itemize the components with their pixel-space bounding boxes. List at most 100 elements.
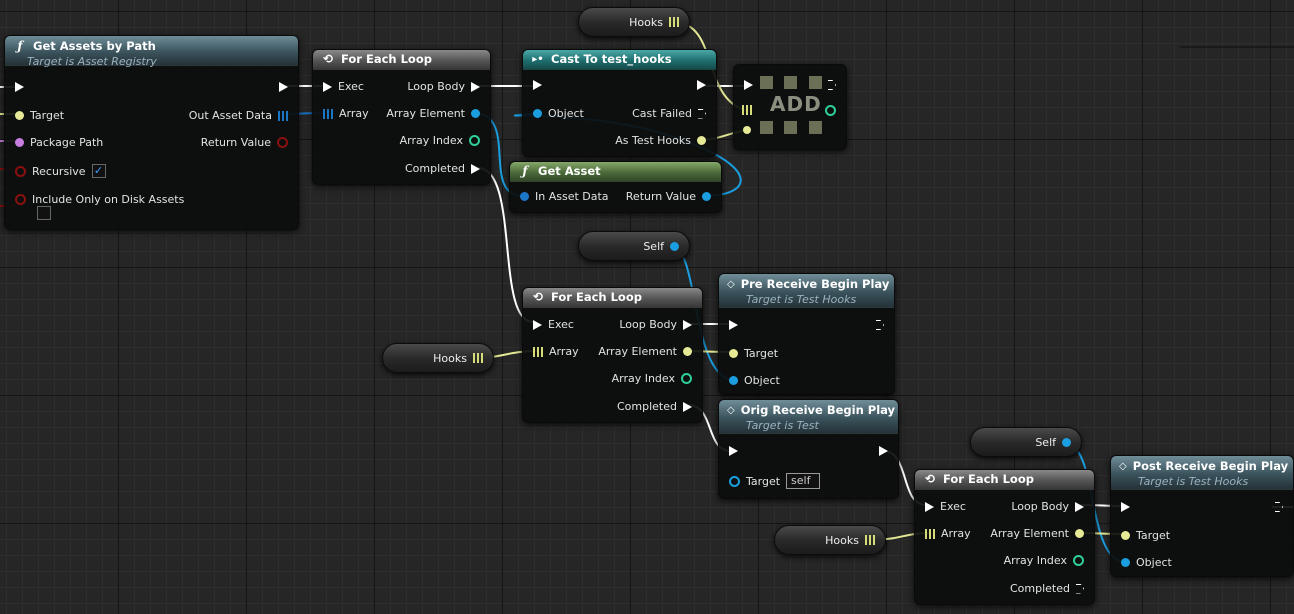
array-add-node[interactable]: ADD xyxy=(733,64,847,150)
exec-out-pin[interactable] xyxy=(279,82,288,92)
array-element-pin[interactable]: Array Element xyxy=(386,107,480,120)
include-on-disk-checkbox[interactable] xyxy=(37,206,51,220)
loop-body-pin[interactable]: Loop Body xyxy=(619,318,692,331)
as-test-hooks-pin[interactable]: As Test Hooks xyxy=(615,134,706,147)
object-pin[interactable]: Object xyxy=(729,374,780,387)
exec-in-pin[interactable] xyxy=(15,82,24,92)
object-pin-icon xyxy=(702,192,711,201)
exec-arrow-icon xyxy=(471,163,480,174)
new-item-pin[interactable] xyxy=(743,126,751,134)
exec-in-pin[interactable] xyxy=(1121,502,1130,512)
index-out-pin[interactable] xyxy=(825,105,836,116)
exec-in-pin[interactable] xyxy=(533,80,542,90)
int-pin-icon xyxy=(469,135,480,146)
exec-out-pin[interactable] xyxy=(879,446,888,456)
pin-label: Array xyxy=(941,527,971,540)
array-element-pin[interactable]: Array Element xyxy=(598,345,692,358)
array-index-pin[interactable]: Array Index xyxy=(1004,554,1084,567)
pin-label: Array Element xyxy=(598,345,677,358)
target-pin[interactable]: Target self xyxy=(729,473,821,489)
target-pin[interactable]: Target xyxy=(1121,529,1170,542)
cast-to-test-hooks-node[interactable]: ▸•Cast To test_hooks Object Cast Failed … xyxy=(522,49,717,157)
node-title: For Each Loop xyxy=(341,52,432,66)
object-pin-icon xyxy=(471,109,480,118)
node-header: ⟲For Each Loop xyxy=(313,50,490,70)
exec-in-pin[interactable] xyxy=(729,446,738,456)
exec-out-pin[interactable] xyxy=(697,80,706,90)
node-title: Pre Receive Begin Play xyxy=(740,277,890,291)
target-array-pin[interactable] xyxy=(742,105,752,115)
pre-receive-begin-play-node[interactable]: ◇Pre Receive Begin Play Target is Test H… xyxy=(718,273,895,395)
array-in-pin[interactable]: Array xyxy=(533,345,579,358)
target-pin[interactable]: Target xyxy=(15,109,64,122)
exec-arrow-icon xyxy=(279,82,288,92)
exec-out-pin[interactable] xyxy=(876,320,884,330)
return-value-pin[interactable]: Return Value xyxy=(626,190,711,203)
object-pin[interactable]: Object xyxy=(533,107,584,120)
hooks-variable-mid[interactable]: Hooks xyxy=(382,343,494,373)
self-variable-2[interactable]: Self xyxy=(970,427,1082,457)
variable-label: Self xyxy=(1035,435,1056,449)
array-in-pin[interactable]: Array xyxy=(323,107,369,120)
pin-label: Array xyxy=(339,107,369,120)
exec-in-pin[interactable] xyxy=(744,80,753,90)
exec-out-pin[interactable] xyxy=(828,80,836,90)
exec-hollow-icon xyxy=(876,320,884,330)
exec-in-pin[interactable]: Exec xyxy=(925,500,966,513)
int-pin-icon xyxy=(1073,555,1084,566)
array-index-pin[interactable]: Array Index xyxy=(612,372,692,385)
bool-pin-icon xyxy=(15,165,26,177)
completed-pin[interactable]: Completed xyxy=(405,162,480,175)
for-each-loop-node-1[interactable]: ⟲For Each Loop Exec Array Loop Body Arra… xyxy=(312,49,491,185)
recursive-pin[interactable]: Recursive✓ xyxy=(15,164,106,178)
package-path-pin[interactable]: Package Path xyxy=(15,136,103,149)
in-asset-data-pin[interactable]: In Asset Data xyxy=(520,190,609,203)
pin-label: Completed xyxy=(1010,582,1070,595)
struct-pin-icon xyxy=(520,192,529,201)
for-each-loop-node-2[interactable]: ⟲For Each Loop Exec Array Loop Body Arra… xyxy=(522,287,703,423)
for-each-loop-node-3[interactable]: ⟲For Each Loop Exec Array Loop Body Arra… xyxy=(914,469,1095,605)
message-icon: ◇ xyxy=(727,278,735,290)
node-header: ◇Pre Receive Begin Play Target is Test H… xyxy=(719,274,894,308)
out-asset-data-pin[interactable]: Out Asset Data xyxy=(189,109,288,122)
exec-in-pin[interactable]: Exec xyxy=(323,80,364,93)
exec-out-pin[interactable] xyxy=(1275,502,1283,512)
exec-arrow-icon xyxy=(15,82,24,92)
return-value-pin[interactable]: Return Value xyxy=(201,136,288,149)
completed-pin[interactable]: Completed xyxy=(1010,582,1084,595)
exec-arrow-icon xyxy=(744,80,753,90)
cast-failed-pin[interactable]: Cast Failed xyxy=(632,107,706,120)
exec-arrow-icon xyxy=(697,80,706,90)
pin-label: Target xyxy=(746,474,781,488)
node-header: ⟲For Each Loop xyxy=(523,288,702,308)
array-element-pin[interactable]: Array Element xyxy=(990,527,1084,540)
loop-body-pin[interactable]: Loop Body xyxy=(407,80,480,93)
post-receive-begin-play-node[interactable]: ◇Post Receive Begin Play Target is Test … xyxy=(1110,455,1294,577)
completed-pin[interactable]: Completed xyxy=(617,400,692,413)
exec-hollow-icon xyxy=(698,108,706,119)
loop-body-pin[interactable]: Loop Body xyxy=(1011,500,1084,513)
exec-in-pin[interactable] xyxy=(729,320,738,330)
self-variable-1[interactable]: Self xyxy=(578,231,690,261)
exec-in-pin[interactable]: Exec xyxy=(533,318,574,331)
node-subtitle: Target is Test Hooks xyxy=(1138,475,1249,488)
exec-arrow-icon xyxy=(925,501,934,512)
target-pin[interactable]: Target xyxy=(729,347,778,360)
include-on-disk-pin[interactable]: Include Only on Disk Assets xyxy=(15,193,184,206)
object-pin[interactable]: Object xyxy=(1121,556,1172,569)
array-in-pin[interactable]: Array xyxy=(925,527,971,540)
pin-label: Exec xyxy=(548,318,574,331)
recursive-checkbox[interactable]: ✓ xyxy=(91,164,106,178)
hooks-variable-top[interactable]: Hooks xyxy=(578,7,690,37)
target-value-field[interactable]: self xyxy=(786,473,821,489)
bool-pin-icon xyxy=(277,137,288,148)
object-pin-icon xyxy=(533,109,542,118)
orig-receive-begin-play-node[interactable]: ◇Orig Receive Begin Play Target is Test … xyxy=(718,399,899,499)
node-subtitle: Target is Test xyxy=(746,419,819,432)
variable-label: Hooks xyxy=(433,351,467,365)
hooks-variable-bottom[interactable]: Hooks xyxy=(774,525,886,555)
array-index-pin[interactable]: Array Index xyxy=(400,134,480,147)
node-title: Get Assets by Path xyxy=(33,39,156,53)
